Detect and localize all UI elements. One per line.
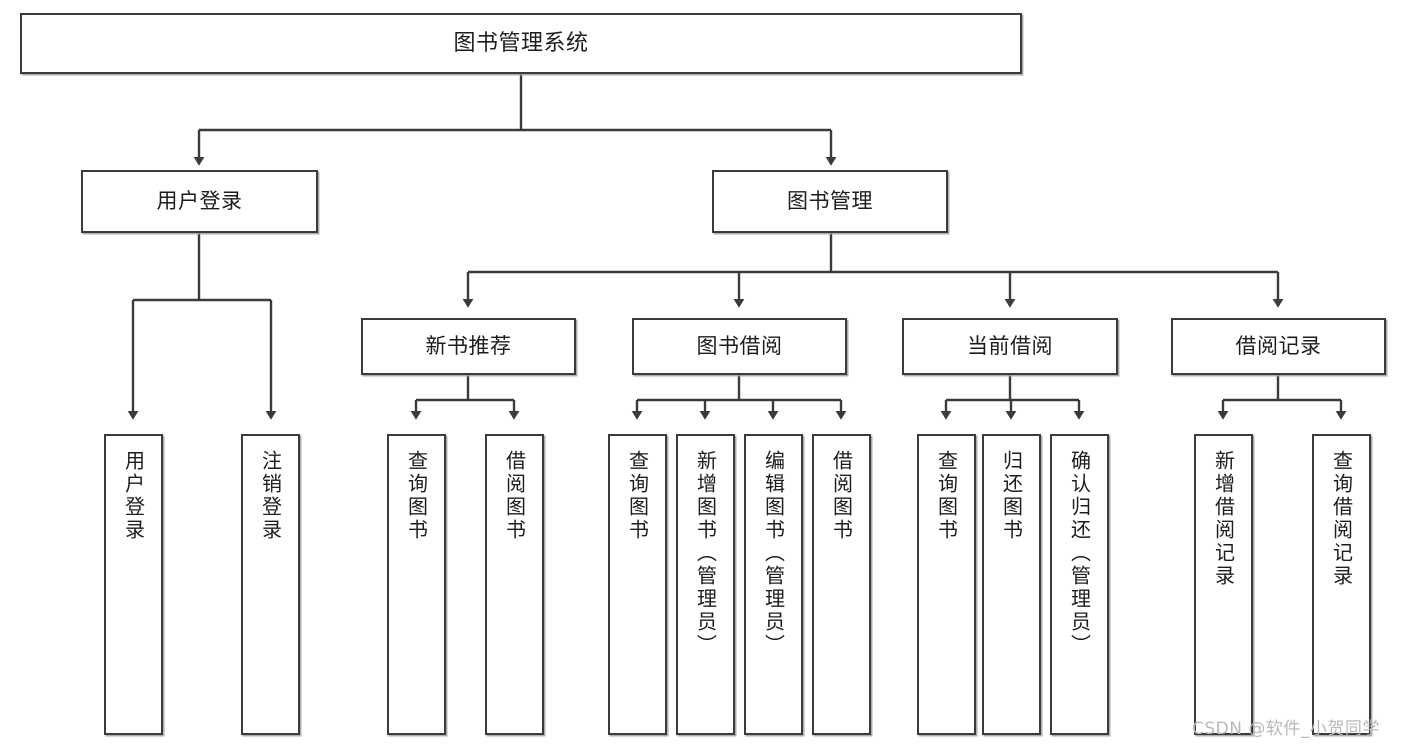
- leaf-record-add-record-label: 新增借阅记录: [1211, 450, 1236, 588]
- leaf-borrow-borrow-book-label: 借阅图书: [829, 450, 854, 542]
- leaf-borrow-query-book-label: 查询图书: [625, 450, 650, 542]
- node-borrow-record-label: 借阅记录: [1235, 334, 1322, 359]
- leaf-current-return-book-label: 归还图书: [999, 450, 1024, 542]
- leaf-borrow-borrow-book[interactable]: 借阅图书: [812, 434, 871, 735]
- node-book-borrow[interactable]: 图书借阅: [632, 318, 847, 375]
- leaf-current-confirm-return-label: 确认归还（管理员）: [1067, 450, 1092, 657]
- leaf-borrow-query-book[interactable]: 查询图书: [608, 434, 667, 735]
- leaf-recommend-borrow-book-label: 借阅图书: [502, 450, 527, 542]
- leaf-recommend-query-book[interactable]: 查询图书: [387, 434, 446, 735]
- leaf-user-login-login[interactable]: 用户登录: [104, 434, 163, 735]
- leaf-record-add-record[interactable]: 新增借阅记录: [1194, 434, 1253, 735]
- node-user-login-label: 用户登录: [156, 189, 243, 214]
- leaf-current-query-book-label: 查询图书: [934, 450, 959, 542]
- node-new-book-recommend-label: 新书推荐: [425, 334, 512, 359]
- leaf-borrow-add-book-label: 新增图书（管理员）: [693, 450, 718, 657]
- leaf-user-login-logout[interactable]: 注销登录: [241, 434, 300, 735]
- node-new-book-recommend[interactable]: 新书推荐: [361, 318, 576, 375]
- node-book-management[interactable]: 图书管理: [712, 170, 948, 233]
- leaf-current-confirm-return[interactable]: 确认归还（管理员）: [1050, 434, 1109, 735]
- node-book-borrow-label: 图书借阅: [696, 334, 783, 359]
- leaf-record-query-record[interactable]: 查询借阅记录: [1312, 434, 1371, 735]
- leaf-borrow-add-book[interactable]: 新增图书（管理员）: [676, 434, 735, 735]
- leaf-user-login-login-label: 用户登录: [121, 450, 146, 542]
- node-borrow-record[interactable]: 借阅记录: [1171, 318, 1386, 375]
- node-root-label: 图书管理系统: [453, 30, 589, 56]
- leaf-record-query-record-label: 查询借阅记录: [1329, 450, 1354, 588]
- leaf-borrow-edit-book-label: 编辑图书（管理员）: [761, 450, 786, 657]
- leaf-recommend-borrow-book[interactable]: 借阅图书: [485, 434, 544, 735]
- node-current-borrow-label: 当前借阅: [967, 334, 1053, 359]
- node-user-login[interactable]: 用户登录: [81, 170, 318, 233]
- node-root[interactable]: 图书管理系统: [20, 13, 1022, 74]
- leaf-current-query-book[interactable]: 查询图书: [917, 434, 976, 735]
- leaf-current-return-book[interactable]: 归还图书: [982, 434, 1041, 735]
- node-book-management-label: 图书管理: [787, 189, 873, 214]
- watermark-text: CSDN @软件_小贺同学: [1192, 719, 1380, 739]
- leaf-borrow-edit-book[interactable]: 编辑图书（管理员）: [744, 434, 803, 735]
- leaf-user-login-logout-label: 注销登录: [258, 450, 283, 542]
- leaf-recommend-query-book-label: 查询图书: [404, 450, 429, 542]
- node-current-borrow[interactable]: 当前借阅: [902, 318, 1118, 375]
